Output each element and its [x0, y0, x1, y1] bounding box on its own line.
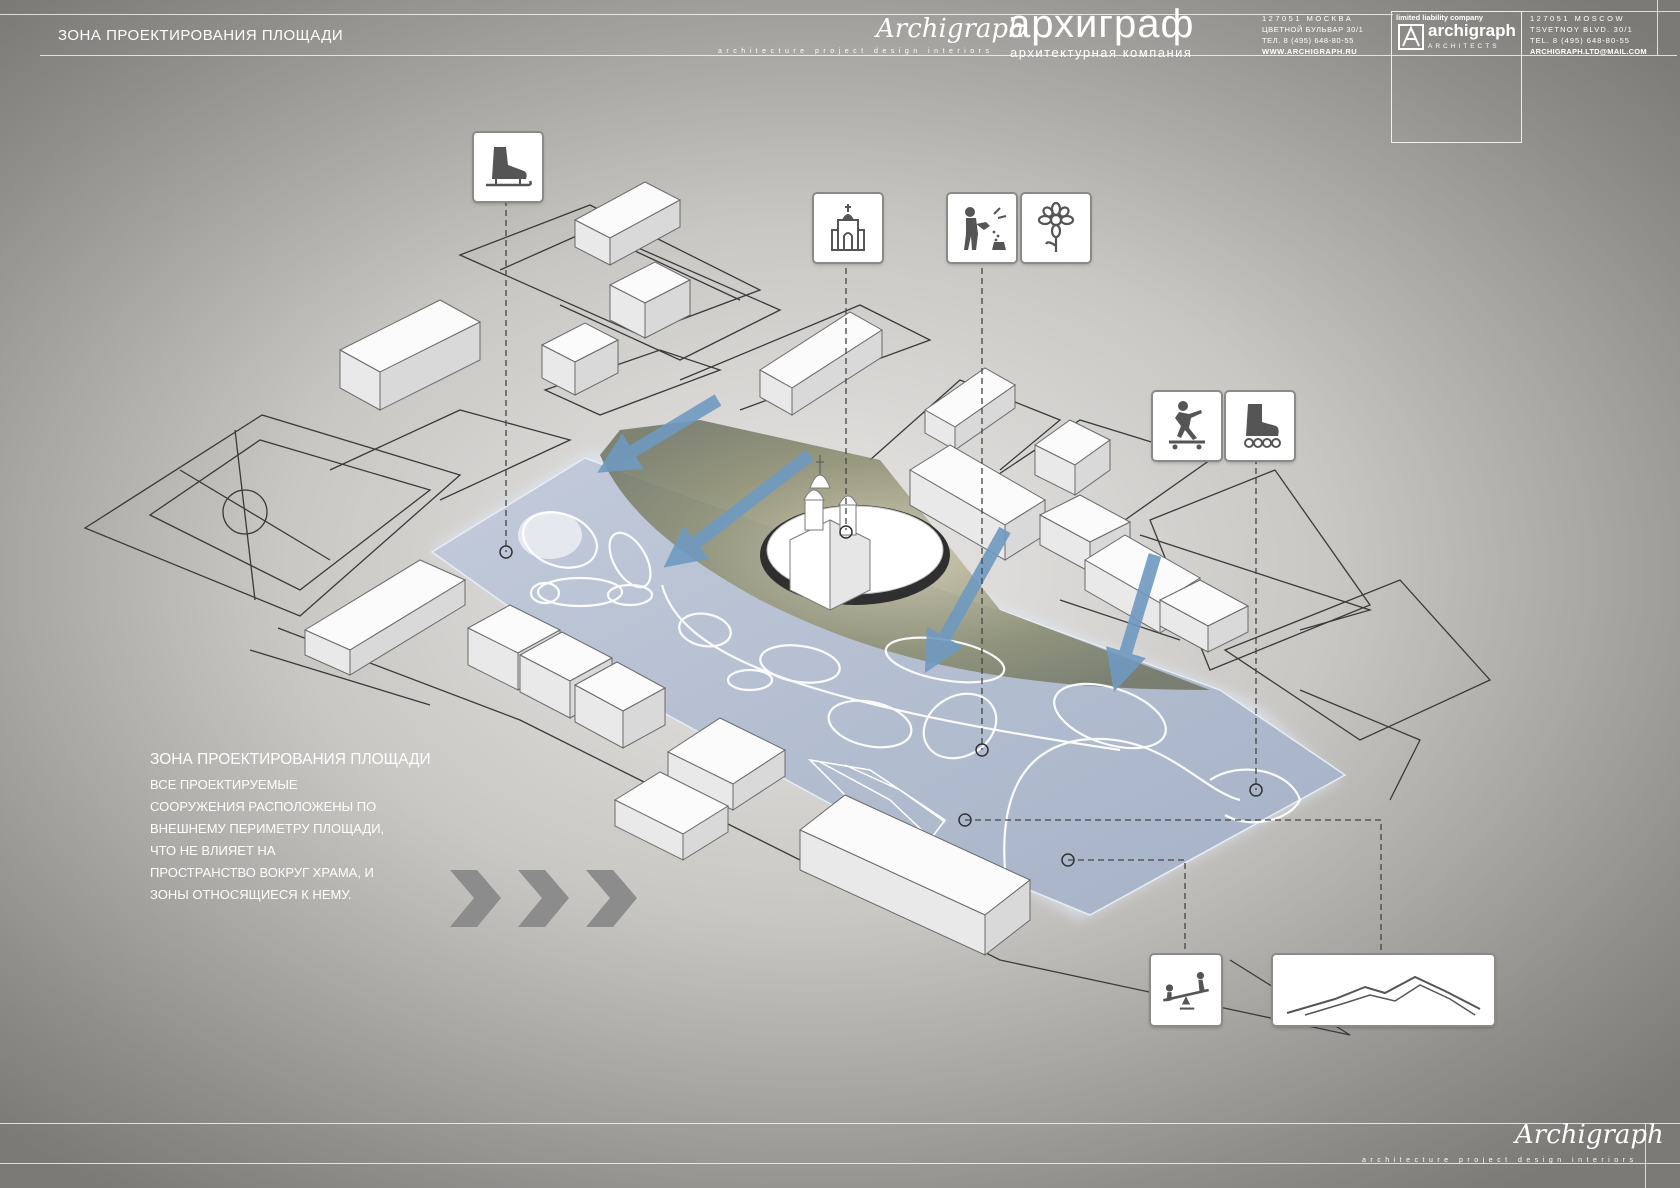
address-en: 127051 MOSCOW TSVETNOY BLVD. 30/1 TEL. 8… — [1530, 14, 1647, 56]
building-17 — [613, 771, 730, 861]
address-ru: 127051 МОСКВА ЦВЕТНОЙ БУЛЬВАР 30/1 ТЕЛ. … — [1262, 14, 1364, 56]
roller-skating-sign — [1226, 392, 1294, 460]
footer-signature: Archigraph — [1515, 1120, 1664, 1150]
direction-chevrons — [450, 870, 637, 927]
header-signature: Archigraph — [876, 14, 1025, 44]
brand-name: архиграф — [1008, 2, 1195, 46]
header-tagline: architecture project design interiors — [718, 48, 994, 55]
logo-name: archigraph — [1428, 21, 1516, 40]
right-border-rule — [1657, 0, 1658, 55]
footer-tagline: architecture project design interiors — [1362, 1157, 1638, 1164]
leader-lines — [505, 200, 1382, 955]
building-5 — [759, 311, 883, 416]
seesaw-icon — [1163, 971, 1209, 1010]
description-body: ВСЕ ПРОЕКТИРУЕМЫЕ СООРУЖЕНИЯ РАСПОЛОЖЕНЫ… — [150, 777, 385, 902]
gardening-sign — [948, 194, 1016, 262]
logo-llc: limited liability company — [1396, 13, 1484, 22]
footer-right-rule — [1645, 1123, 1646, 1188]
flower-sign — [1022, 194, 1090, 262]
building-6 — [924, 367, 1016, 451]
building-11 — [1158, 579, 1250, 653]
building-18 — [799, 794, 1031, 957]
building-3 — [608, 261, 692, 339]
building-4 — [540, 322, 620, 396]
building-8 — [909, 444, 1046, 561]
ice-rink — [518, 511, 582, 559]
building-7 — [1034, 419, 1111, 496]
ice-skate-icon — [486, 147, 532, 187]
arrow-2 — [663, 449, 814, 568]
skateboarding-sign — [1153, 392, 1221, 460]
flower-icon — [1037, 201, 1075, 252]
chevron-1 — [450, 870, 501, 927]
footer-bottom-rule — [0, 1163, 1680, 1164]
chevron-2 — [518, 870, 569, 927]
gardener-icon — [964, 207, 1007, 250]
roller-skate-icon — [1244, 404, 1281, 448]
logo-mark-icon — [1398, 24, 1424, 50]
header-bottom-rule — [40, 55, 1677, 56]
company-logo: limited liability company archigraph ARC… — [1391, 11, 1522, 143]
building-12 — [303, 559, 467, 676]
header-right-top-rule — [1522, 11, 1680, 12]
church-sign — [814, 194, 882, 262]
church-icon — [831, 204, 865, 251]
brand-subtitle: архитектурная компания — [1010, 45, 1193, 60]
hills-sign — [1273, 955, 1494, 1025]
building-16 — [666, 717, 787, 811]
chevron-3 — [586, 870, 637, 927]
header-top-rule — [0, 14, 1393, 15]
description-title: ЗОНА ПРОЕКТИРОВАНИЯ ПЛОЩАДИ — [150, 751, 431, 768]
church — [789, 455, 871, 611]
page-title: ЗОНА ПРОЕКТИРОВАНИЯ ПЛОЩАДИ — [58, 27, 344, 44]
zone-description: ЗОНА ПРОЕКТИРОВАНИЯ ПЛОЩАДИ ВСЕ ПРОЕКТИР… — [150, 750, 450, 906]
arrow-1 — [597, 394, 722, 473]
building-1 — [338, 299, 482, 411]
skateboarder-icon — [1169, 401, 1205, 450]
arrow-3 — [924, 526, 1011, 674]
logo-subtitle: ARCHITECTS — [1428, 43, 1500, 50]
building-2 — [573, 181, 682, 266]
buildings — [303, 181, 1250, 957]
flow-arrows — [597, 394, 1162, 692]
building-15 — [573, 661, 667, 749]
footer-top-rule — [0, 1123, 1680, 1124]
ice-skating-sign — [474, 133, 542, 201]
mountains-icon — [1286, 975, 1481, 1016]
leader-dots — [499, 525, 1263, 867]
playground-sign — [1151, 955, 1221, 1025]
arrow-4 — [1106, 553, 1162, 692]
